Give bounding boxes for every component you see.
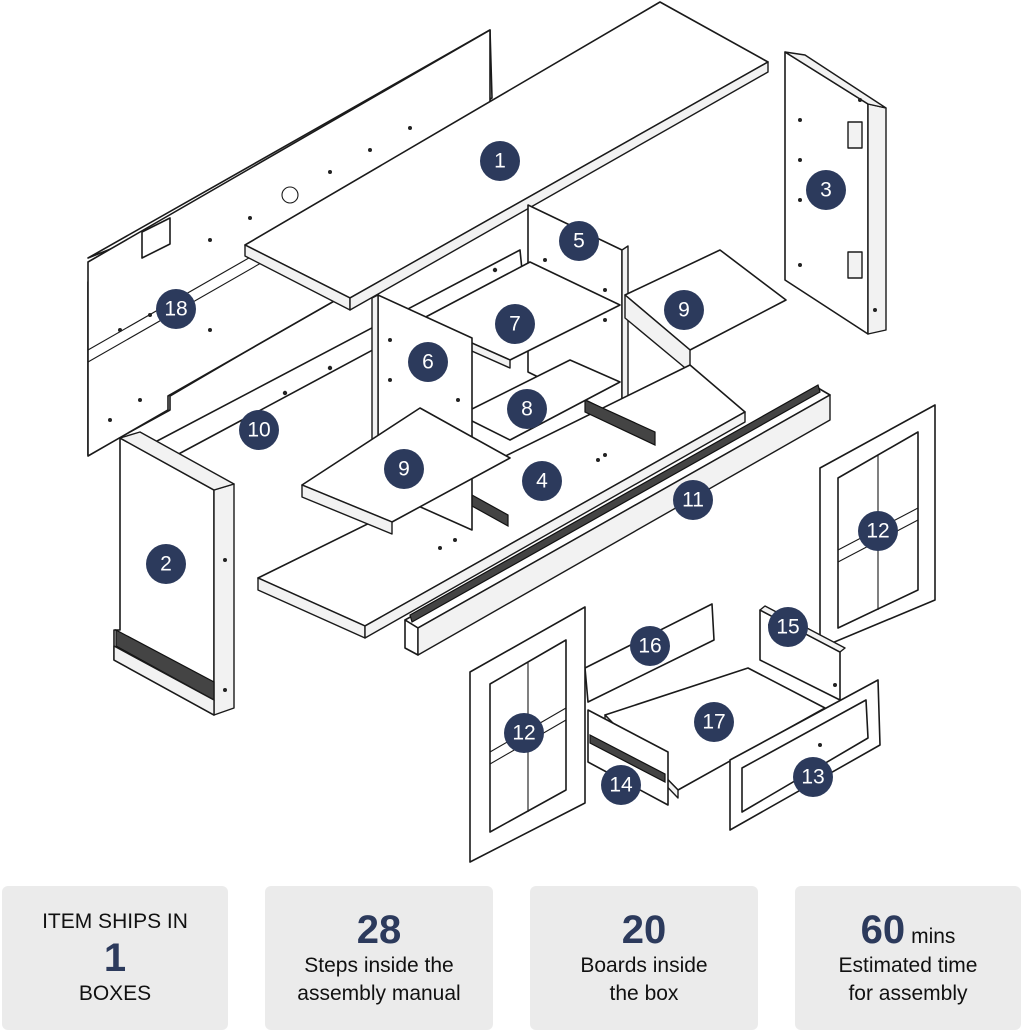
boards-line1: Boards inside — [580, 954, 708, 977]
badge-part-16: 16 — [630, 626, 670, 666]
badge-part-12-left: 12 — [504, 713, 544, 753]
time-line1: Estimated time — [838, 954, 978, 977]
badge-label: 5 — [573, 230, 585, 253]
badge-part-2: 2 — [146, 544, 186, 584]
badge-label: 4 — [536, 470, 548, 493]
boards-count-card: 20 Boards inside the box — [530, 886, 758, 1030]
badge-label: 2 — [160, 553, 172, 576]
ships-label: ITEM SHIPS IN — [42, 910, 188, 933]
badge-part-13: 13 — [793, 757, 833, 797]
boards-line2: the box — [609, 982, 679, 1005]
badge-label: 9 — [678, 299, 690, 322]
badge-label: 17 — [702, 711, 725, 734]
badge-part-7: 7 — [495, 304, 535, 344]
steps-count: 28 — [356, 908, 402, 952]
time-unit: mins — [911, 925, 956, 948]
badge-part-8: 8 — [507, 389, 547, 429]
badge-label: 12 — [866, 520, 889, 543]
badge-label: 18 — [164, 298, 187, 321]
badge-part-9-right: 9 — [664, 290, 704, 330]
badge-label: 7 — [509, 313, 521, 336]
badge-part-15: 15 — [768, 607, 808, 647]
badge-label: 16 — [638, 635, 661, 658]
badge-label: 14 — [609, 774, 633, 797]
steps-line2: assembly manual — [297, 982, 461, 1005]
badge-part-3: 3 — [806, 170, 846, 210]
badge-label: 3 — [820, 179, 832, 202]
badge-part-18: 18 — [156, 289, 196, 329]
badge-part-11: 11 — [673, 480, 713, 520]
badge-part-4: 4 — [522, 461, 562, 501]
time-value: 60 — [860, 908, 906, 952]
badge-label: 15 — [776, 616, 799, 639]
assembly-steps-card: 28 Steps inside the assembly manual — [265, 886, 493, 1030]
badge-part-9-left: 9 — [384, 449, 424, 489]
shelf-right — [624, 249, 787, 373]
badge-label: 6 — [422, 351, 434, 374]
badge-label: 11 — [682, 489, 704, 512]
badge-part-1: 1 — [480, 141, 520, 181]
badge-label: 1 — [494, 150, 506, 173]
time-line2: for assembly — [848, 982, 968, 1005]
drawer-side-left — [587, 709, 669, 806]
box-count: 1 — [103, 936, 127, 980]
boards-count: 20 — [621, 908, 667, 952]
badge-label: 10 — [247, 419, 270, 442]
badge-part-14: 14 — [601, 765, 641, 805]
badge-label: 9 — [398, 458, 410, 481]
front-rail — [404, 384, 831, 656]
drawer-front — [729, 679, 881, 831]
assembly-time-card: 60 mins Estimated time for assembly — [795, 886, 1021, 1030]
badge-part-6: 6 — [408, 342, 448, 382]
ships-in-boxes-card: ITEM SHIPS IN 1 BOXES — [2, 886, 228, 1030]
steps-line1: Steps inside the — [304, 954, 454, 977]
badge-label: 12 — [512, 722, 535, 745]
boxes-label: BOXES — [78, 982, 152, 1005]
drawer-slide-rails — [471, 399, 656, 528]
badge-part-12-right: 12 — [858, 511, 898, 551]
badge-label: 13 — [801, 766, 824, 789]
time-row: 60 mins — [861, 908, 956, 952]
exploded-assembly-diagram: 1 2 3 4 5 6 7 8 9 9 10 11 12 12 13 14 15… — [87, 1, 936, 863]
badge-label: 8 — [521, 398, 533, 421]
badge-part-5: 5 — [559, 221, 599, 261]
badge-part-10: 10 — [239, 410, 279, 450]
badge-part-17: 17 — [694, 702, 734, 742]
